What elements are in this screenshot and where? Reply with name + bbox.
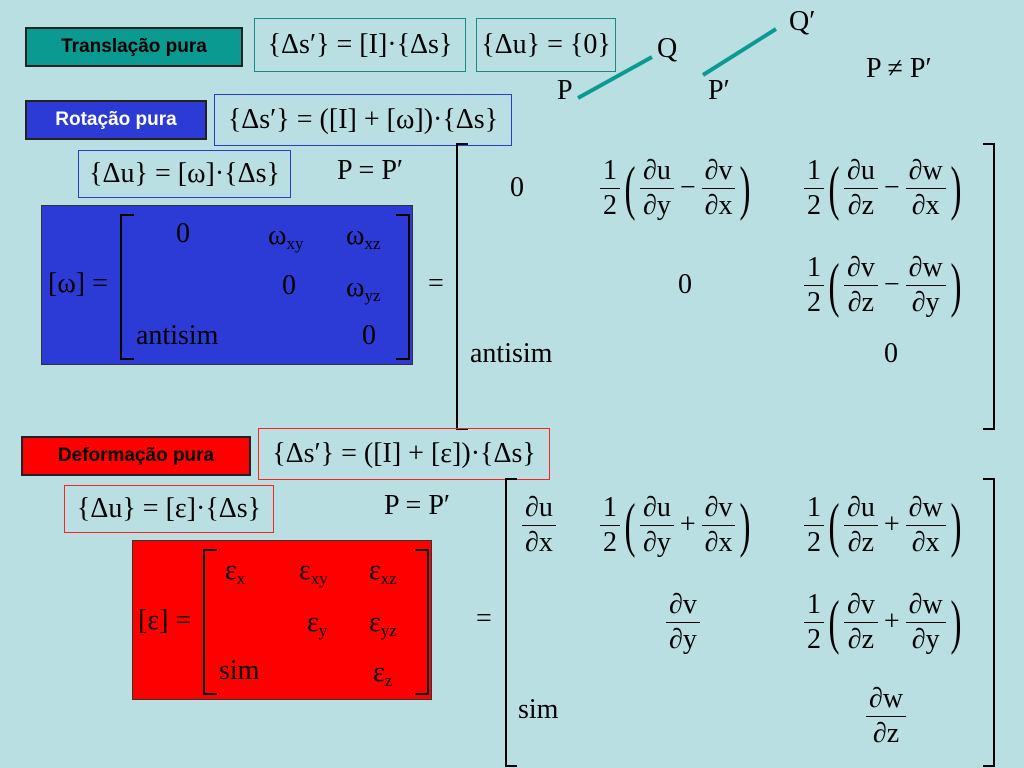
point-p-prime: P′ [708, 75, 730, 106]
omega-exp-33: 0 [884, 338, 898, 369]
deformation-eq-du: {Δu} = [ε]·{Δs} [64, 485, 274, 533]
rotation-eq-ds: {Δs′} = ([I] + [ω])·{Δs} [214, 94, 512, 146]
pq-segment-diagram [577, 27, 778, 100]
epsilon-matrix-lhs: [ε] = [138, 605, 192, 636]
epsilon-exp-33: ∂w∂z [866, 676, 907, 756]
point-p: P [557, 75, 573, 106]
epsilon-22: εy [307, 607, 328, 640]
epsilon-left-bracket [203, 549, 217, 695]
omega-exp-left-bracket [456, 143, 468, 430]
omega-13: ωxz [346, 220, 381, 253]
epsilon-23: εyz [369, 607, 397, 640]
segment-pq-prime [701, 27, 778, 77]
omega-33: 0 [362, 320, 376, 351]
omega-exp-22: 0 [678, 269, 692, 300]
epsilon-12: εxy [299, 555, 328, 588]
omega-left-bracket [120, 214, 134, 360]
omega-22: 0 [282, 270, 296, 301]
omega-antisim: antisim [136, 320, 219, 351]
epsilon-11: εx [225, 555, 246, 588]
epsilon-33: εz [373, 657, 393, 690]
translation-eq-du: {Δu} = {0} [476, 18, 616, 72]
epsilon-13: εxz [369, 555, 397, 588]
translation-eq-ds: {Δs′} = [I]·{Δs} [254, 18, 466, 72]
epsilon-exp-right-bracket [983, 478, 995, 767]
rotation-eq-du: {Δu} = [ω]·{Δs} [78, 150, 291, 198]
label-deformacao-pura: Deformação pura [21, 436, 251, 476]
p-not-equal-p-prime: P ≠ P′ [866, 53, 932, 84]
epsilon-exp-sim: sim [518, 694, 559, 725]
deformation-eq-ds: {Δs′} = ([I] + [ε])·{Δs} [258, 428, 550, 480]
label-rotacao-pura: Rotação pura [25, 100, 207, 140]
point-q: Q [657, 33, 678, 64]
rotation-p-equals: P = P′ [337, 155, 404, 186]
deformation-equals: = [476, 603, 492, 634]
omega-matrix-lhs: [ω] = [48, 268, 108, 299]
point-q-prime: Q′ [789, 6, 816, 37]
epsilon-sim: sim [219, 655, 260, 686]
omega-23: ωyz [346, 272, 381, 305]
epsilon-right-bracket [415, 549, 429, 695]
omega-exp-antisim: antisim [470, 338, 553, 369]
omega-11: 0 [176, 218, 190, 249]
omega-right-bracket [396, 214, 410, 360]
epsilon-exp-left-bracket [505, 478, 517, 767]
epsilon-matrix-panel: [ε] = εx εxy εxz εy εyz sim εz [132, 540, 432, 700]
segment-pq [577, 55, 653, 100]
omega-exp-11: 0 [510, 172, 524, 203]
omega-matrix-panel: [ω] = 0 ωxy ωxz 0 ωyz antisim 0 [41, 205, 413, 365]
omega-12: ωxy [268, 220, 304, 253]
omega-exp-right-bracket [983, 143, 995, 430]
label-translacao-pura: Translação pura [25, 27, 243, 67]
epsilon-exp-22: ∂v∂y [666, 582, 700, 662]
rotation-equals: = [428, 268, 444, 299]
epsilon-exp-11: ∂u∂x [522, 485, 556, 565]
deformation-p-equals: P = P′ [384, 490, 451, 521]
